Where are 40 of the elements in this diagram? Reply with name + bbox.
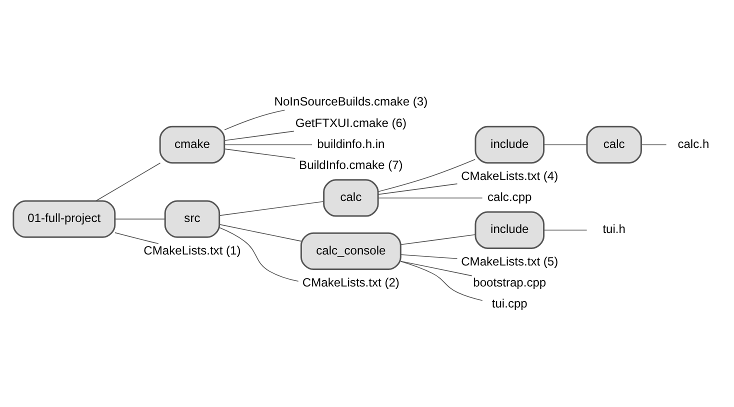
- node-box: include: [474, 126, 545, 164]
- node-text: CMakeLists.txt (1): [144, 243, 241, 258]
- node-text: tui.cpp: [492, 296, 528, 311]
- connector: [114, 232, 159, 244]
- connector: [224, 110, 286, 130]
- connector: [224, 144, 312, 146]
- connector: [114, 218, 166, 220]
- node-text: CMakeLists.txt (4): [461, 168, 558, 183]
- connector: [640, 144, 667, 146]
- connector: [400, 234, 476, 246]
- connector: [219, 227, 299, 282]
- node-box: calc: [586, 126, 642, 164]
- node-text: bootstrap.cpp: [473, 275, 546, 290]
- node-box: cmake: [159, 126, 226, 164]
- connector: [224, 130, 294, 141]
- node-text: CMakeLists.txt (5): [461, 254, 558, 268]
- node-text: NoInSourceBuilds.cmake (3): [274, 94, 428, 109]
- node-text: GetFTXUI.cmake (6): [295, 116, 406, 130]
- node-text: tui.h: [602, 222, 626, 236]
- node-text: buildinfo.h.in: [317, 136, 385, 151]
- node-box: 01-full-project: [12, 200, 116, 238]
- node-box: calc: [323, 179, 379, 217]
- node-box: calc_console: [300, 232, 402, 270]
- connector: [400, 261, 483, 301]
- connector: [219, 201, 324, 216]
- connector: [400, 254, 458, 260]
- connector: [544, 230, 588, 231]
- connector: [544, 144, 588, 146]
- node-text: CMakeLists.txt (2): [302, 275, 400, 290]
- node-text: BuildInfo.cmake (7): [299, 158, 403, 172]
- connector: [400, 260, 472, 276]
- connector: [219, 224, 302, 242]
- connector: [224, 148, 296, 159]
- node-box: include: [474, 211, 545, 249]
- node-box: src: [164, 200, 220, 238]
- connector: [378, 159, 476, 192]
- node-text: calc.h: [678, 136, 710, 151]
- node-text: calc.cpp: [488, 190, 532, 204]
- connector: [378, 183, 458, 195]
- connector: [96, 162, 161, 202]
